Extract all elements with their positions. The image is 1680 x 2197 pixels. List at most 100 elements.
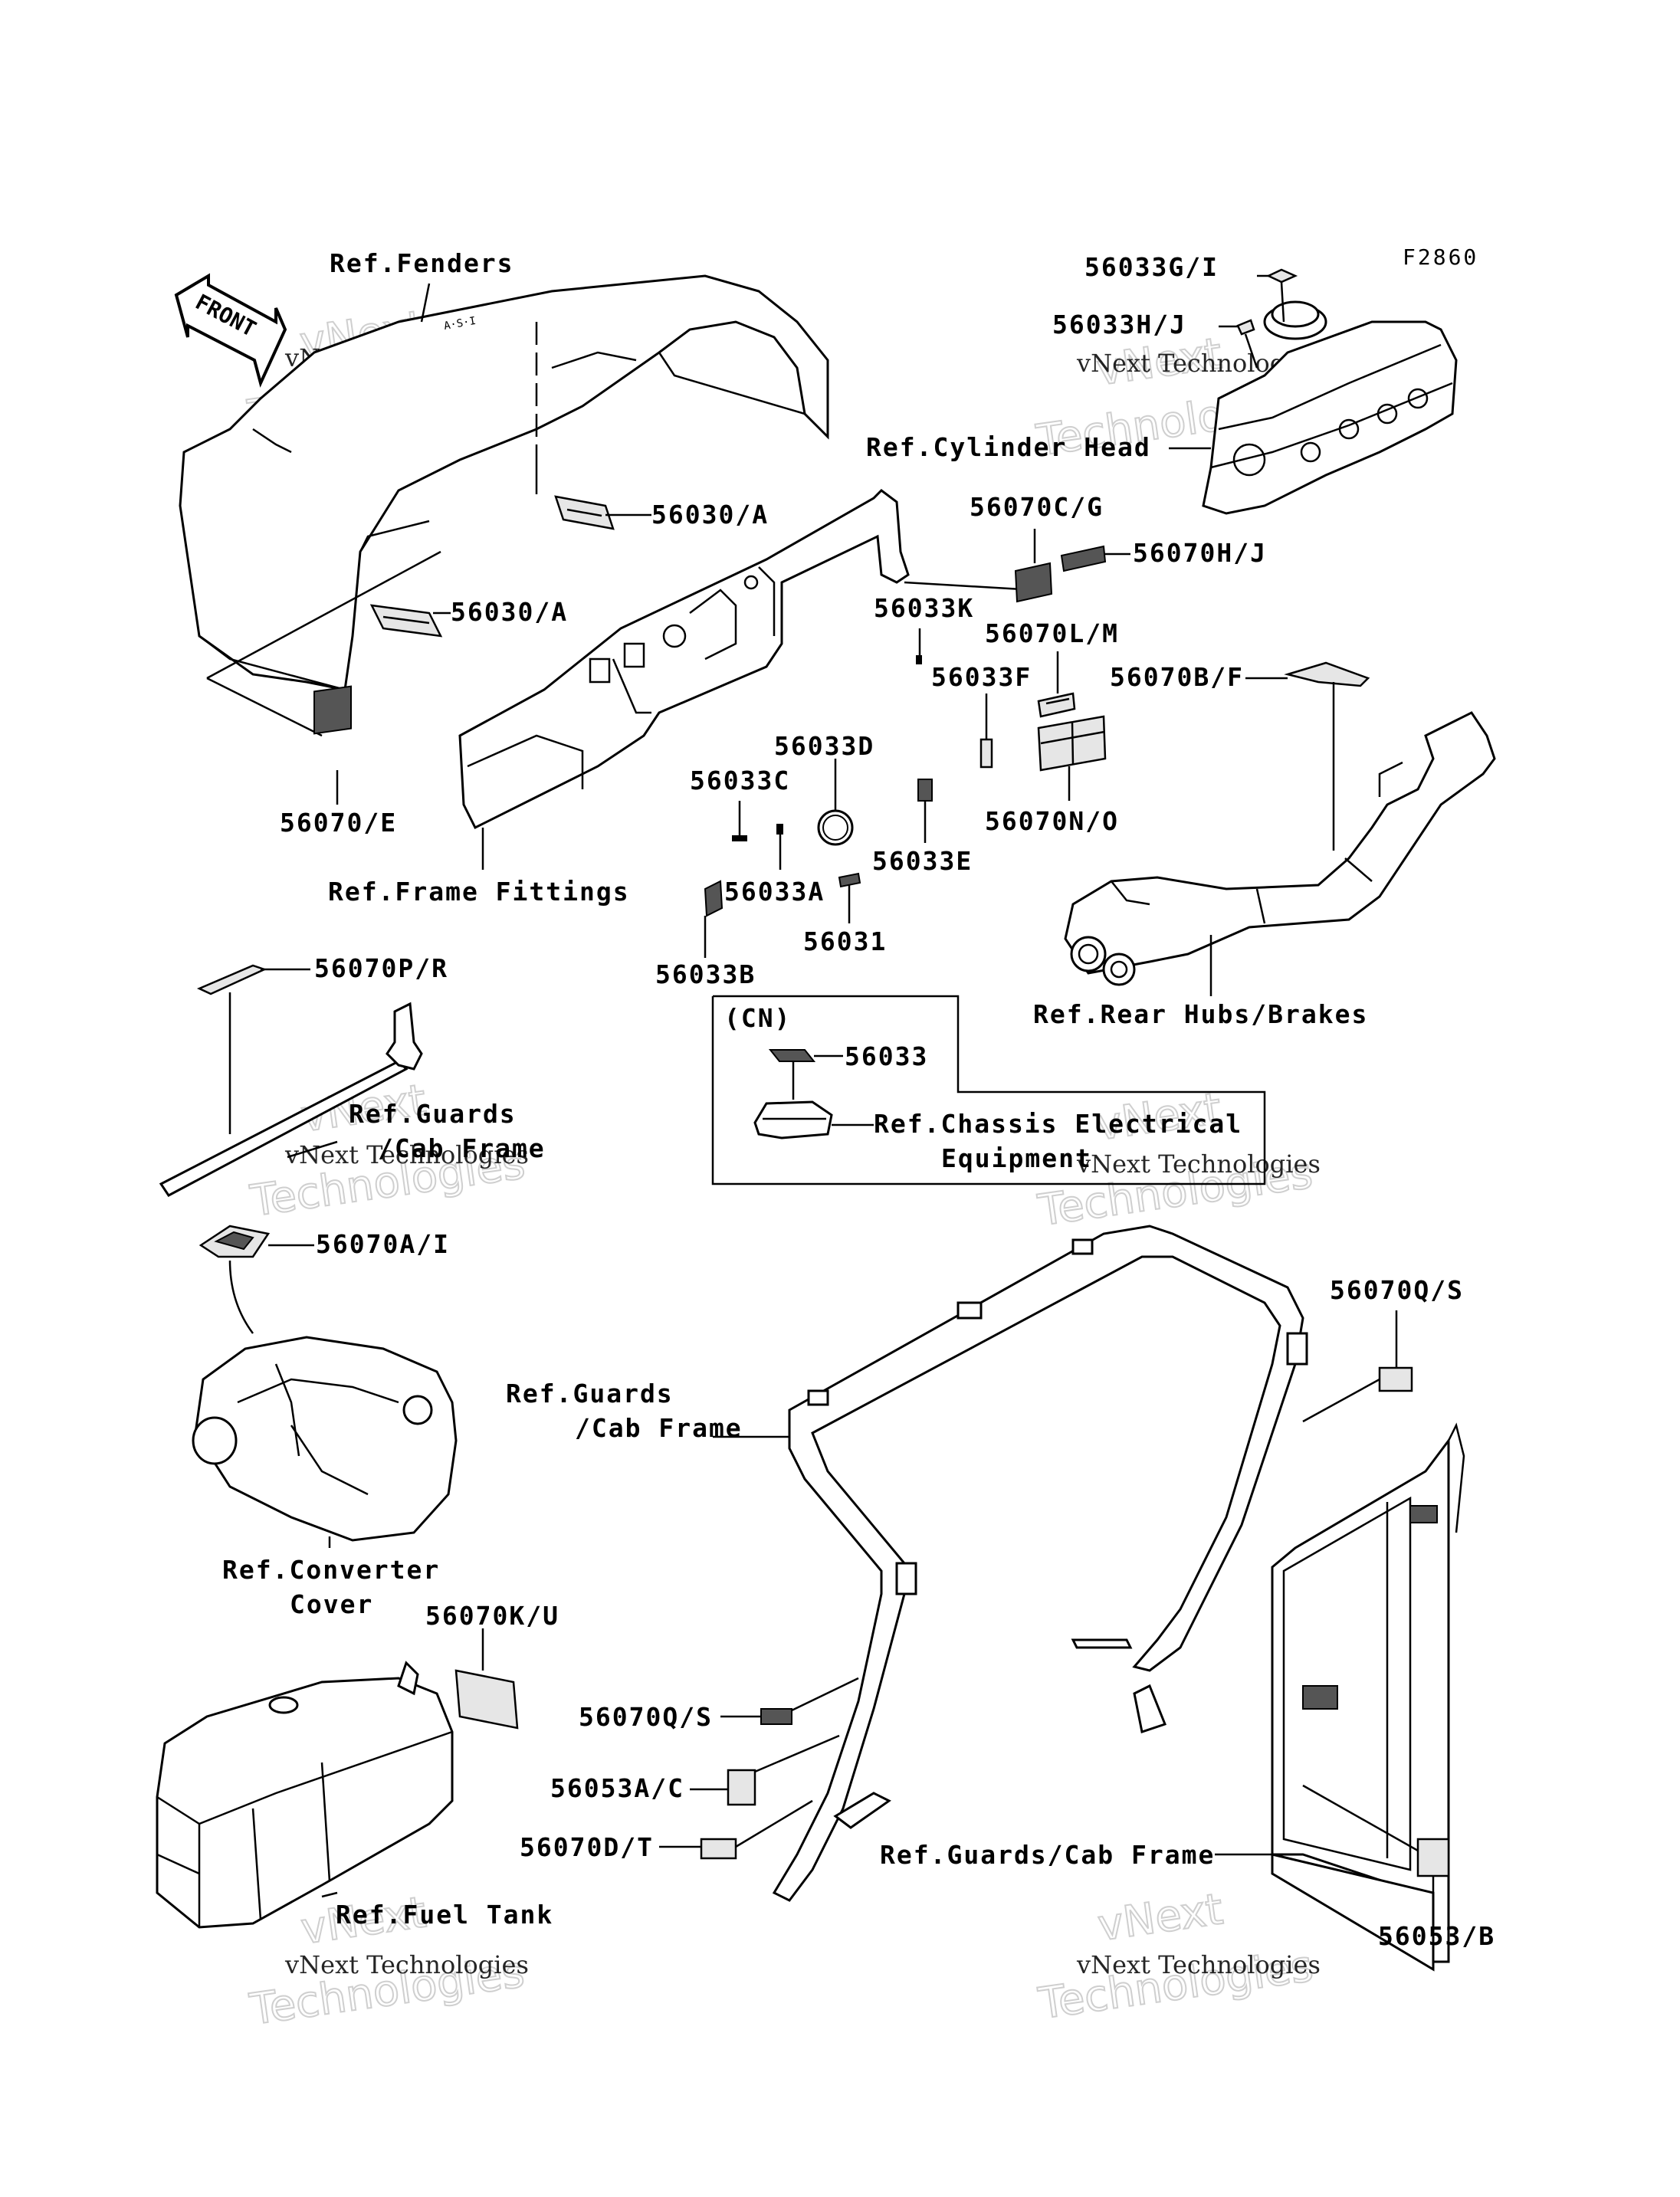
decal-56070BF [1284, 661, 1370, 687]
cab-frame-part [772, 1225, 1308, 1902]
decal-56030A-lower [369, 604, 443, 638]
part-56033A-label: 56033A [724, 877, 825, 907]
decal-56033E [917, 779, 933, 802]
decal-56070E [313, 685, 352, 735]
watermark-text: vNext Technologies [284, 1950, 529, 1979]
ref-chassis-b-label: Equipment [941, 1143, 1092, 1173]
part-56070AI-label: 56070A/I [316, 1229, 450, 1259]
figure-code: F2860 [1403, 244, 1478, 270]
watermark-text: vNext Technologies [1076, 1950, 1321, 1979]
decal-56070HJ [1060, 545, 1107, 572]
leader-line [754, 1734, 840, 1773]
decal-56033 [768, 1049, 816, 1062]
decal-56033D [817, 809, 854, 846]
ref-guards-1a-label: Ref.Guards [349, 1099, 517, 1129]
ref-guards-2a-label: Ref.Guards [506, 1379, 674, 1408]
chassis-electrical-part [753, 1100, 833, 1139]
cn-label: (CN) [724, 1003, 791, 1033]
decal-56033HJ [1236, 319, 1255, 336]
fender-part: A·S·I [179, 274, 829, 691]
part-56070PR-label: 56070P/R [314, 953, 448, 983]
ref-frame-fittings-label: Ref.Frame Fittings [328, 877, 630, 907]
part-56033E-label: 56033E [872, 846, 973, 876]
part-56053B-label: 56053/B [1378, 1921, 1495, 1951]
part-56070HJ-label: 56070H/J [1133, 538, 1267, 568]
part-56070E-label: 56070/E [280, 808, 397, 838]
part-56070QS-right-label: 56070Q/S [1330, 1275, 1464, 1305]
part-56033B-label: 56033B [655, 959, 756, 989]
ref-guards-2b-label: /Cab Frame [575, 1413, 743, 1443]
watermark-text: vNext Technologies [1076, 1149, 1321, 1179]
part-56070DT-label: 56070D/T [520, 1832, 654, 1862]
leader-line [206, 677, 323, 737]
frame-fittings-part [458, 489, 910, 830]
leader-line [1302, 1378, 1380, 1423]
rear-hubs-part [1064, 711, 1496, 986]
part-56053AC-label: 56053A/C [550, 1773, 684, 1803]
ref-chassis-a-label: Ref.Chassis Electrical [874, 1109, 1242, 1139]
leader-line [420, 283, 431, 323]
ref-cylinder-head-label: Ref.Cylinder Head [866, 432, 1151, 462]
ref-fenders-label: Ref.Fenders [330, 248, 514, 278]
decal-56033B [704, 880, 724, 917]
leader-line [206, 550, 441, 680]
front-arrow-icon: FRONT [174, 273, 287, 388]
decal-56033F [979, 738, 993, 769]
part-56030A-lower-label: 56030/A [451, 597, 568, 627]
part-56070BF-label: 56070B/F [1110, 662, 1244, 692]
leader-line [321, 1891, 338, 1898]
decal-56070QS-right [1378, 1366, 1413, 1392]
part-56033HJ-label: 56033H/J [1052, 310, 1186, 339]
leader-line [1244, 333, 1258, 369]
fuel-tank-part [156, 1661, 454, 1929]
leader-line [1280, 281, 1285, 323]
decal-56031 [838, 872, 861, 888]
decal-56053B [1416, 1838, 1450, 1877]
decal-56070CG [1014, 562, 1053, 603]
converter-cover-part [192, 1336, 458, 1542]
decal-56070KU [454, 1669, 519, 1730]
decal-56033A [776, 824, 783, 835]
part-56070NO-label: 56070N/O [985, 806, 1119, 836]
cn-box [711, 995, 1266, 1185]
leader-line [791, 1677, 859, 1712]
ref-rear-hubs-label: Ref.Rear Hubs/Brakes [1033, 999, 1368, 1029]
decal-56070QS-left [760, 1708, 792, 1725]
ref-guards-1b-label: /Cab Frame [378, 1133, 546, 1163]
leader-line [228, 1260, 254, 1334]
part-56070QS-left-label: 56070Q/S [579, 1702, 713, 1732]
leader-line [287, 1140, 338, 1159]
decal-56070PR [196, 964, 267, 995]
cylinder-head-part [1202, 300, 1458, 515]
decal-56070LM [1037, 692, 1076, 718]
part-56033C-label: 56033C [690, 766, 790, 795]
part-56031-label: 56031 [803, 926, 887, 956]
decal-56053AC [727, 1769, 756, 1806]
part-56033-label: 56033 [845, 1041, 928, 1071]
decal-56070AI [199, 1225, 271, 1258]
decal-56033GI [1266, 268, 1298, 284]
ref-converter-a-label: Ref.Converter [222, 1555, 440, 1585]
part-56070LM-label: 56070L/M [985, 618, 1119, 648]
ref-guards-3-label: Ref.Guards/Cab Frame [880, 1840, 1215, 1870]
svg-text:A·S·I: A·S·I [443, 315, 477, 333]
part-56033K-label: 56033K [874, 593, 974, 623]
cab-door-part [1271, 1422, 1465, 1972]
part-56033F-label: 56033F [931, 662, 1032, 692]
part-56033GI-label: 56033G/I [1084, 252, 1219, 282]
guard-bar-part [159, 1002, 423, 1197]
part-56030A-upper-label: 56030/A [651, 500, 769, 530]
decal-56070NO [1037, 715, 1107, 772]
decal-56033K [916, 655, 922, 664]
leader-line [1302, 1784, 1419, 1852]
leader-line [735, 1799, 813, 1848]
ref-converter-b-label: Cover [290, 1589, 373, 1619]
ref-fuel-tank-label: Ref.Fuel Tank [336, 1900, 553, 1930]
svg-text:vNext: vNext [1095, 1884, 1226, 1951]
leader-line [904, 581, 1035, 592]
decal-56033C [732, 835, 747, 841]
part-56070CG-label: 56070C/G [970, 492, 1104, 522]
decal-56070DT [700, 1838, 737, 1860]
part-56070KU-label: 56070K/U [425, 1601, 559, 1631]
